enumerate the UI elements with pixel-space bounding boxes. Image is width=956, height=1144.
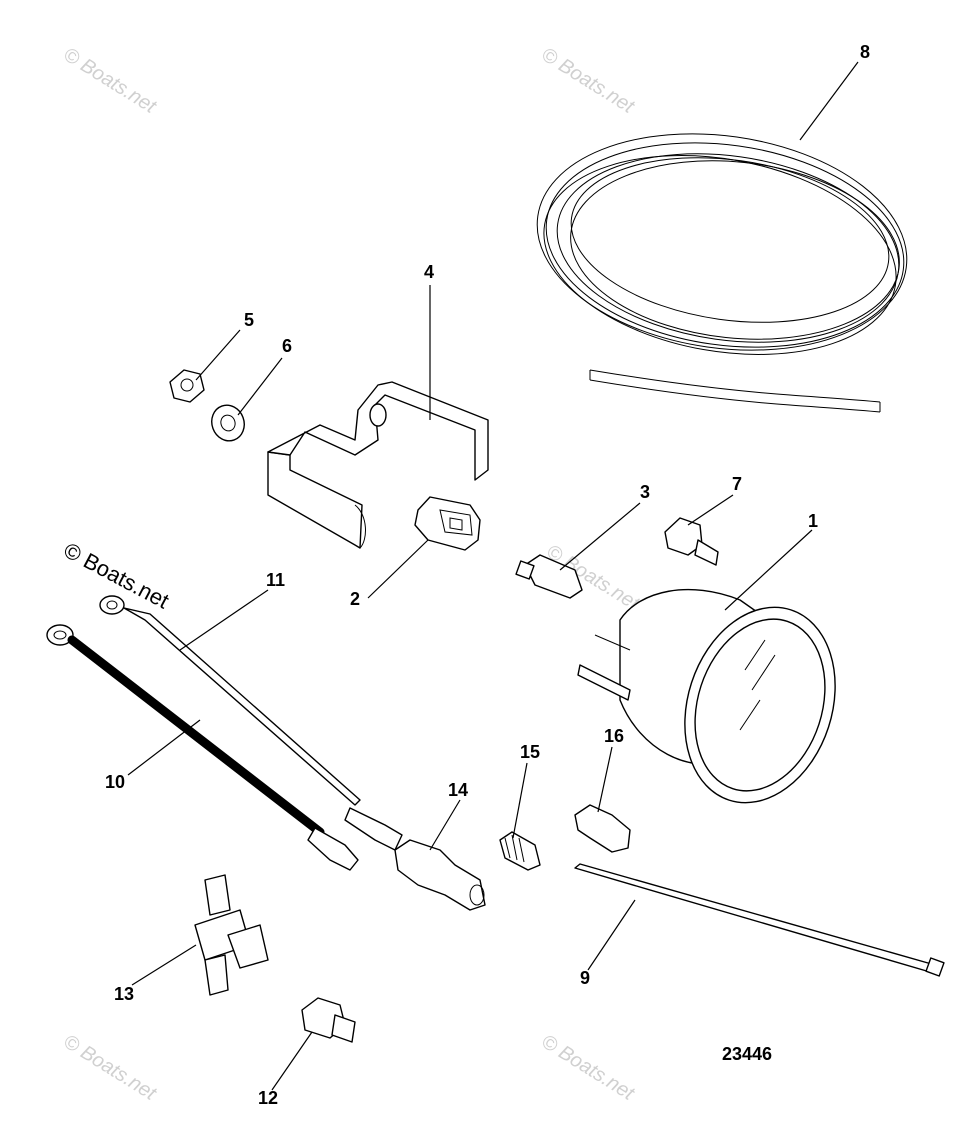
- callout-3: 3: [640, 482, 650, 502]
- part-4-bracket: [267, 381, 489, 549]
- leader-5: [195, 329, 241, 381]
- leader-16: [597, 746, 613, 813]
- part-6-lock-washer: [211, 404, 245, 442]
- callout-12: 12: [258, 1088, 278, 1108]
- part-15-nipple: [499, 831, 541, 871]
- part-2-lamp-socket: [414, 496, 481, 551]
- callout-8: 8: [860, 42, 870, 62]
- leader-2: [367, 539, 429, 599]
- callout-7: 7: [732, 474, 742, 494]
- callout-10: 10: [105, 772, 125, 792]
- part-9-cable-tie: [574, 863, 945, 977]
- part-5-nut: [169, 369, 205, 403]
- figure-number: 23446: [722, 1044, 772, 1064]
- callout-labels: 8 4 5 6 3 7 1 11 2 15 16 10 14 9 13 12 2…: [105, 42, 870, 1108]
- part-13-tee-fitting: [194, 874, 269, 996]
- watermark-bottom-left: © Boats.net: [59, 1031, 161, 1106]
- leader-3: [559, 502, 641, 571]
- leader-6: [237, 357, 283, 416]
- callout-4: 4: [424, 262, 434, 282]
- part-1-gauge: [577, 588, 836, 804]
- leader-10: [127, 719, 201, 776]
- callout-11: 11: [266, 570, 285, 590]
- callout-9: 9: [580, 968, 590, 988]
- leader-11: [179, 589, 269, 651]
- leader-7: [687, 494, 734, 526]
- leader-9: [587, 899, 636, 971]
- callout-1: 1: [808, 511, 818, 531]
- part-14-fitting: [394, 839, 486, 911]
- leader-8: [799, 61, 859, 141]
- leader-15: [512, 762, 528, 839]
- callout-14: 14: [448, 780, 468, 800]
- callout-16: 16: [604, 726, 624, 746]
- callout-2: 2: [350, 589, 360, 609]
- leader-13: [131, 944, 197, 986]
- callout-15: 15: [520, 742, 540, 762]
- leader-14: [429, 799, 461, 851]
- leader-1: [724, 529, 813, 611]
- watermark-top-left: © Boats.net: [59, 44, 161, 119]
- part-12-elbow-fitting: [301, 997, 356, 1043]
- watermark-bottom-right: © Boats.net: [537, 1031, 639, 1106]
- part-16-fitting: [574, 804, 631, 853]
- part-10-braided-wire: [46, 624, 359, 871]
- callout-6: 6: [282, 336, 292, 356]
- leader-lines: [127, 61, 859, 1091]
- part-11-ground-wire: [99, 595, 403, 851]
- watermark-top-right: © Boats.net: [537, 44, 639, 119]
- part-8-tubing-coil: [536, 133, 908, 413]
- part-3-bulb: [515, 554, 583, 599]
- callout-5: 5: [244, 310, 254, 330]
- leader-12: [271, 1031, 313, 1091]
- part-7-fitting: [664, 517, 719, 566]
- callout-13: 13: [114, 984, 134, 1004]
